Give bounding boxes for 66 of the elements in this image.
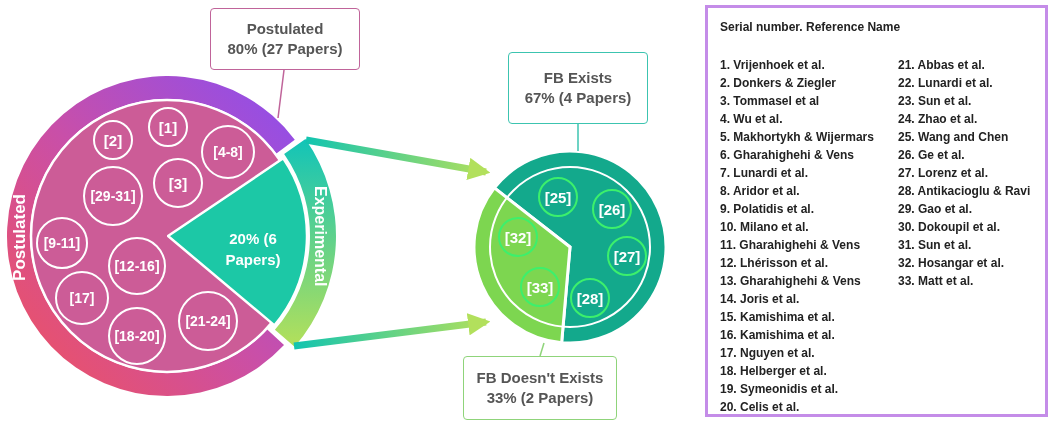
ring-label: Postulated [10,194,30,281]
ring-label: Experimental [311,186,329,287]
callout-box [508,52,648,124]
reference-circle: [2] [93,120,133,160]
reference-entry: 26. Ge et al. [898,148,965,162]
reference-circle: [29-31] [83,166,143,226]
reference-circle: [26] [592,189,632,229]
reference-circle: [28] [570,278,610,318]
reference-entry: 25. Wang and Chen [898,130,1009,144]
reference-entry: 28. Antikacioglu & Ravi [898,184,1031,198]
callout-box [210,8,360,70]
callout-box [463,356,617,420]
arrow [293,313,491,350]
reference-circle: [17] [55,271,109,325]
pie-chart [474,151,666,343]
reference-entry: 11. Gharahighehi & Vens [720,238,861,252]
reference-circle: [32] [498,217,538,257]
reference-entry: 15. Kamishima et al. [720,310,835,324]
reference-entry: 27. Lorenz et al. [898,166,989,180]
reference-entry: 2. Donkers & Ziegler [720,76,837,90]
reference-entry: 7. Lunardi et al. [720,166,809,180]
reference-entry: 21. Abbas et al. [898,58,985,72]
callout-heading: FB Exists [543,68,613,88]
list-heading: Serial number. Reference Name [720,20,901,34]
reference-entry: 29. Gao et al. [898,202,973,216]
leader-line [277,69,285,119]
reference-list-panel [705,5,1048,417]
callout-text: 67% (4 Papers) [524,88,632,108]
reference-circle: [27] [607,236,647,276]
reference-entry: 9. Polatidis et al. [720,202,815,216]
reference-entry: 1. Vrijenhoek et al. [720,58,825,72]
reference-circle: [33] [520,267,560,307]
reference-entry: 17. Nguyen et al. [720,346,815,360]
reference-entry: 18. Helberger et al. [720,364,827,378]
reference-entry: 31. Sun et al. [898,238,972,252]
reference-entry: 13. Gharahighehi & Vens [720,274,861,288]
reference-circle: [12-16] [108,237,166,295]
reference-circle: [3] [153,158,203,208]
reference-entry: 12. Lhérisson et al. [720,256,829,270]
callout-heading: FB Doesn't Exists [476,368,604,388]
reference-entry: 33. Matt et al. [898,274,974,288]
callout-text: 80% (27 Papers) [227,39,343,59]
reference-entry: 5. Makhortykh & Wijermars [720,130,874,144]
slice-label: 20% (6 Papers) [224,229,282,270]
reference-entry: 20. Celis et al. [720,400,800,414]
callout-text: 33% (2 Papers) [486,388,594,408]
reference-entry: 14. Joris et al. [720,292,800,306]
leader-line [539,342,545,357]
reference-circle: [18-20] [108,307,166,365]
reference-entry: 6. Gharahighehi & Vens [720,148,855,162]
reference-entry: 30. Dokoupil et al. [898,220,1001,234]
reference-entry: 4. Wu et al. [720,112,783,126]
reference-entry: 16. Kamishima et al. [720,328,835,342]
reference-entry: 24. Zhao et al. [898,112,978,126]
reference-circle: [9-11] [36,217,88,269]
reference-entry: 3. Tommasel et al [720,94,820,108]
leader-line [577,123,579,152]
callout-heading: Postulated [246,19,324,39]
reference-circle: [1] [148,107,188,147]
reference-entry: 19. Symeonidis et al. [720,382,839,396]
reference-entry: 8. Aridor et al. [720,184,800,198]
reference-entry: 32. Hosangar et al. [898,256,1005,270]
reference-entry: 23. Sun et al. [898,94,972,108]
reference-entry: 22. Lunardi et al. [898,76,993,90]
reference-circle: [25] [538,177,578,217]
reference-entry: 10. Milano et al. [720,220,809,234]
